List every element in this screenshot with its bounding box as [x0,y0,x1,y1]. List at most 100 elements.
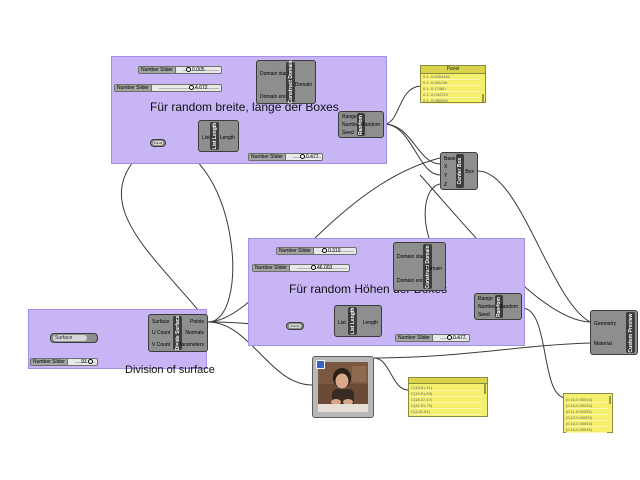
slider-value[interactable]: 0.319 [322,248,341,254]
slider-value[interactable]: 46.003 [311,265,332,271]
input-geometry[interactable]: Geometry [594,321,616,327]
component-core[interactable]: Divide Surface [173,316,182,350]
slider-track[interactable] [75,362,95,363]
output-random[interactable]: Random [499,304,518,310]
slider-value[interactable]: 4.672 [189,85,208,91]
slider-knob[interactable] [447,335,452,340]
center-box-component[interactable]: Base X Y Z Center Box Box [440,152,478,190]
component-core[interactable]: Custom Preview [626,312,635,353]
number-slider[interactable]: Number Slider 0.477 [248,153,323,161]
component-name: Custom Preview [627,313,634,352]
input-seed[interactable]: Seed [478,312,490,318]
panel-title [409,378,487,384]
wire [521,307,566,399]
panel-row: (0.18,0.00210) [566,403,607,409]
slider-knob[interactable] [186,67,191,72]
random-component[interactable]: Range Number Seed Random Random [338,111,384,138]
image-sampler-icon[interactable] [316,360,325,369]
component-core[interactable]: Random [357,113,365,136]
output-random[interactable]: Random [361,122,380,128]
slider-track[interactable] [183,70,219,71]
panel[interactable]: C(15,61,41) C(13,91,69) C(18,47,47) C(41… [408,377,488,417]
input-y[interactable]: Y [444,173,448,179]
slider-value[interactable]: 93 [81,359,94,365]
list-length-component[interactable]: List List Length Length [334,305,382,337]
panel-row: C(13,91,69) [411,391,482,397]
panel-row: (0.14,0.00044) [566,421,607,427]
slider-value[interactable]: 0.477 [447,335,466,341]
construct-domain-component[interactable]: Domain start Domain end Construct Domain… [393,242,446,291]
input-number[interactable]: Number [478,304,496,310]
number-slider[interactable]: Number Slider 93 [30,358,98,366]
slider-knob[interactable] [189,85,194,90]
component-core[interactable]: List Length [210,122,219,150]
input-domain-end[interactable]: Domain end [397,278,424,284]
panel-scrollbar[interactable] [484,384,486,394]
panel-row: 0.1 -0.0054461 [423,74,480,80]
input-list[interactable]: List [202,135,210,141]
number-slider[interactable]: Number Slider 4.672 [114,84,222,92]
input-seed[interactable]: Seed [342,130,354,136]
input-number[interactable]: Number [342,122,360,128]
output-points[interactable]: Points [190,319,204,325]
points-param[interactable]: Points [150,139,166,147]
component-core[interactable]: Random [495,295,503,318]
panel[interactable]: Panel 0.1 -0.0054461 0.1 -0.001136 0.1 -… [420,65,486,104]
input-z[interactable]: Z [444,182,448,188]
output-parameters[interactable]: Parameters [178,342,204,348]
divide-surface-component[interactable]: Surface U Count V Count Divide Surface P… [148,314,208,352]
input-base[interactable]: Base [444,156,456,162]
input-x[interactable]: X [444,164,448,170]
component-core[interactable]: Center Box [456,154,464,188]
component-core[interactable]: List Length [348,307,357,335]
input-domain-start[interactable]: Domain start [397,254,426,260]
construct-domain-component[interactable]: Domain start Domain end Construct Domain… [256,60,316,104]
input-range[interactable]: Range [342,114,357,120]
random-component[interactable]: Range Number Seed Random Random [474,293,522,320]
custom-preview-component[interactable]: Geometry Material Custom Preview [590,310,638,355]
input-material[interactable]: Material [594,341,612,347]
output-box[interactable]: Box [465,169,474,175]
output-normals[interactable]: Normals [185,330,204,336]
panel-scrollbar[interactable] [482,94,484,102]
input-domain-end[interactable]: Domain end [260,94,287,100]
slider-knob[interactable] [300,154,305,159]
number-slider[interactable]: Number Slider 0.005 [138,66,222,74]
number-slider[interactable]: Number Slider 0.319 [276,247,357,255]
output-length[interactable]: Length [219,135,235,141]
slider-knob[interactable] [322,248,327,253]
slider-knob[interactable] [311,265,316,270]
slider-value[interactable]: 0.005 [186,67,205,73]
output-domain[interactable]: Domain [294,82,312,88]
wire [383,123,441,165]
input-list[interactable]: List [338,320,346,326]
list-length-component[interactable]: List List Length Length [198,120,239,152]
slider-track[interactable] [293,157,321,158]
slider-value[interactable]: 0.477 [300,154,319,160]
slider-track[interactable] [440,338,468,339]
wire [165,142,234,323]
component-core[interactable]: Construct Domain [423,244,432,289]
slider-knob[interactable] [87,359,93,364]
input-range[interactable]: Range [478,296,493,302]
panel[interactable]: (0.16,0.00016) (0.18,0.00210) (0.11,0.00… [563,393,613,433]
component-name: Construct Domain [287,60,294,104]
panel-scrollbar[interactable] [609,396,611,404]
input-v-count[interactable]: V Count [152,342,171,348]
number-slider[interactable]: Number Slider 46.003 [252,264,350,272]
image-sampler[interactable] [312,356,374,418]
component-core[interactable]: Construct Domain [286,60,295,104]
input-surface[interactable]: Surface [152,319,170,325]
slider-track[interactable] [297,268,347,269]
input-domain-start[interactable]: Domain start [260,71,289,77]
output-length[interactable]: Length [362,320,378,326]
panel-row: (0.16,0.00016) [566,397,607,403]
surface-param[interactable]: Surface [50,333,98,343]
slider-track[interactable] [321,251,354,252]
number-slider[interactable]: Number Slider 0.477 [395,334,470,342]
points-param[interactable]: Points [286,322,304,330]
output-domain[interactable]: Domain [424,266,442,272]
input-u-count[interactable]: U Count [152,330,171,336]
panel-row: C(41,91,79) [411,403,482,409]
